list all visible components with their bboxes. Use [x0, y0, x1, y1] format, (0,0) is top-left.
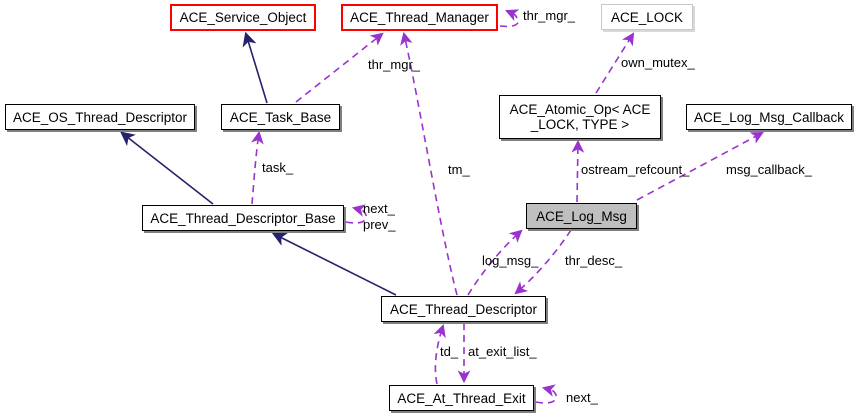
node-ace-log-msg[interactable]: ACE_Log_Msg: [526, 203, 637, 229]
node-ace-lock[interactable]: ACE_LOCK: [601, 4, 693, 30]
edge-task-base-to-thread-manager: [295, 32, 384, 103]
node-ace-thread-descriptor[interactable]: ACE_Thread_Descriptor: [381, 296, 546, 322]
node-ace-at-thread-exit[interactable]: ACE_At_Thread_Exit: [389, 385, 534, 411]
node-ace-thread-manager[interactable]: ACE_Thread_Manager: [341, 4, 498, 31]
edge-label-prev-base: prev_: [363, 217, 396, 232]
edge-label-thr-mgr-task: thr_mgr_: [368, 57, 421, 72]
edge-thread-manager-self: [499, 9, 520, 28]
edge-label-at-exit-list: at_exit_list_: [468, 344, 537, 359]
edge-at-thread-exit-to-thread-descriptor: [433, 323, 446, 385]
node-ace-service-object[interactable]: ACE_Service_Object: [170, 4, 316, 31]
edge-label-tm: tm_: [448, 162, 470, 177]
edge-label-next-exit: next_: [566, 390, 598, 405]
edge-at-thread-exit-self: [535, 384, 557, 404]
edge-thread-descriptor-to-tdbase: [271, 232, 397, 296]
edge-log-msg-to-thread-descriptor: [514, 229, 572, 295]
edge-label-td: td_: [440, 344, 459, 359]
edge-label-ostream-refcount: ostream_refcount_: [581, 162, 690, 177]
node-ace-thread-descriptor-base[interactable]: ACE_Thread_Descriptor_Base: [142, 205, 344, 231]
edge-thread-descriptor-to-thread-manager: [400, 31, 458, 296]
node-ace-log-msg-callback[interactable]: ACE_Log_Msg_Callback: [686, 104, 852, 130]
edge-label-thr-mgr-self: thr_mgr_: [523, 8, 576, 23]
edge-task-base-to-service-object: [242, 31, 268, 104]
inheritance-edges: [120, 31, 397, 296]
edge-label-msg-callback: msg_callback_: [726, 162, 812, 177]
edge-tdbase-self: [345, 204, 367, 224]
edge-thread-descriptor-to-log-msg: [467, 229, 523, 296]
edge-tdbase-to-task-base: [251, 130, 264, 205]
node-ace-task-base[interactable]: ACE_Task_Base: [221, 104, 340, 130]
edge-label-thr-desc: thr_desc_: [565, 253, 623, 268]
node-ace-atomic-op[interactable]: ACE_Atomic_Op< ACE _LOCK, TYPE >: [499, 95, 661, 139]
edge-label-task: task_: [262, 160, 294, 175]
edge-log-msg-to-atomic-op: [571, 139, 585, 203]
edge-label-next-base: next_: [363, 201, 395, 216]
edge-tdbase-to-os-thread-descriptor: [120, 131, 214, 205]
edge-label-log-msg: log_msg_: [482, 253, 539, 268]
usage-edges: [251, 9, 764, 404]
node-ace-os-thread-descriptor[interactable]: ACE_OS_Thread_Descriptor: [5, 104, 195, 130]
edge-label-own-mutex: own_mutex_: [621, 55, 695, 70]
